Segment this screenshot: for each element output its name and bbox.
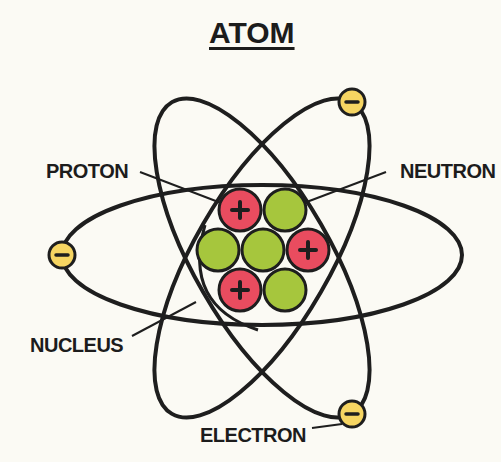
plus-sign <box>232 202 316 298</box>
proton <box>219 189 261 231</box>
leader-line <box>132 172 386 428</box>
proton <box>219 269 261 311</box>
diagram-title: ATOM <box>209 16 295 50</box>
part-label: NEUTRON <box>400 160 495 183</box>
electron <box>49 242 75 268</box>
proton <box>287 229 329 271</box>
neutron <box>264 269 306 311</box>
electron <box>339 89 365 115</box>
orbit <box>113 68 411 448</box>
part-label: ELECTRON <box>200 424 306 447</box>
electron <box>339 401 365 427</box>
part-label: PROTON <box>46 160 128 183</box>
minus-sign <box>56 102 358 414</box>
neutron <box>242 229 284 271</box>
part-label: NUCLEUS <box>30 334 123 357</box>
neutron <box>197 229 239 271</box>
orbit <box>62 185 462 325</box>
neutron <box>264 189 306 231</box>
orbit <box>113 68 411 448</box>
